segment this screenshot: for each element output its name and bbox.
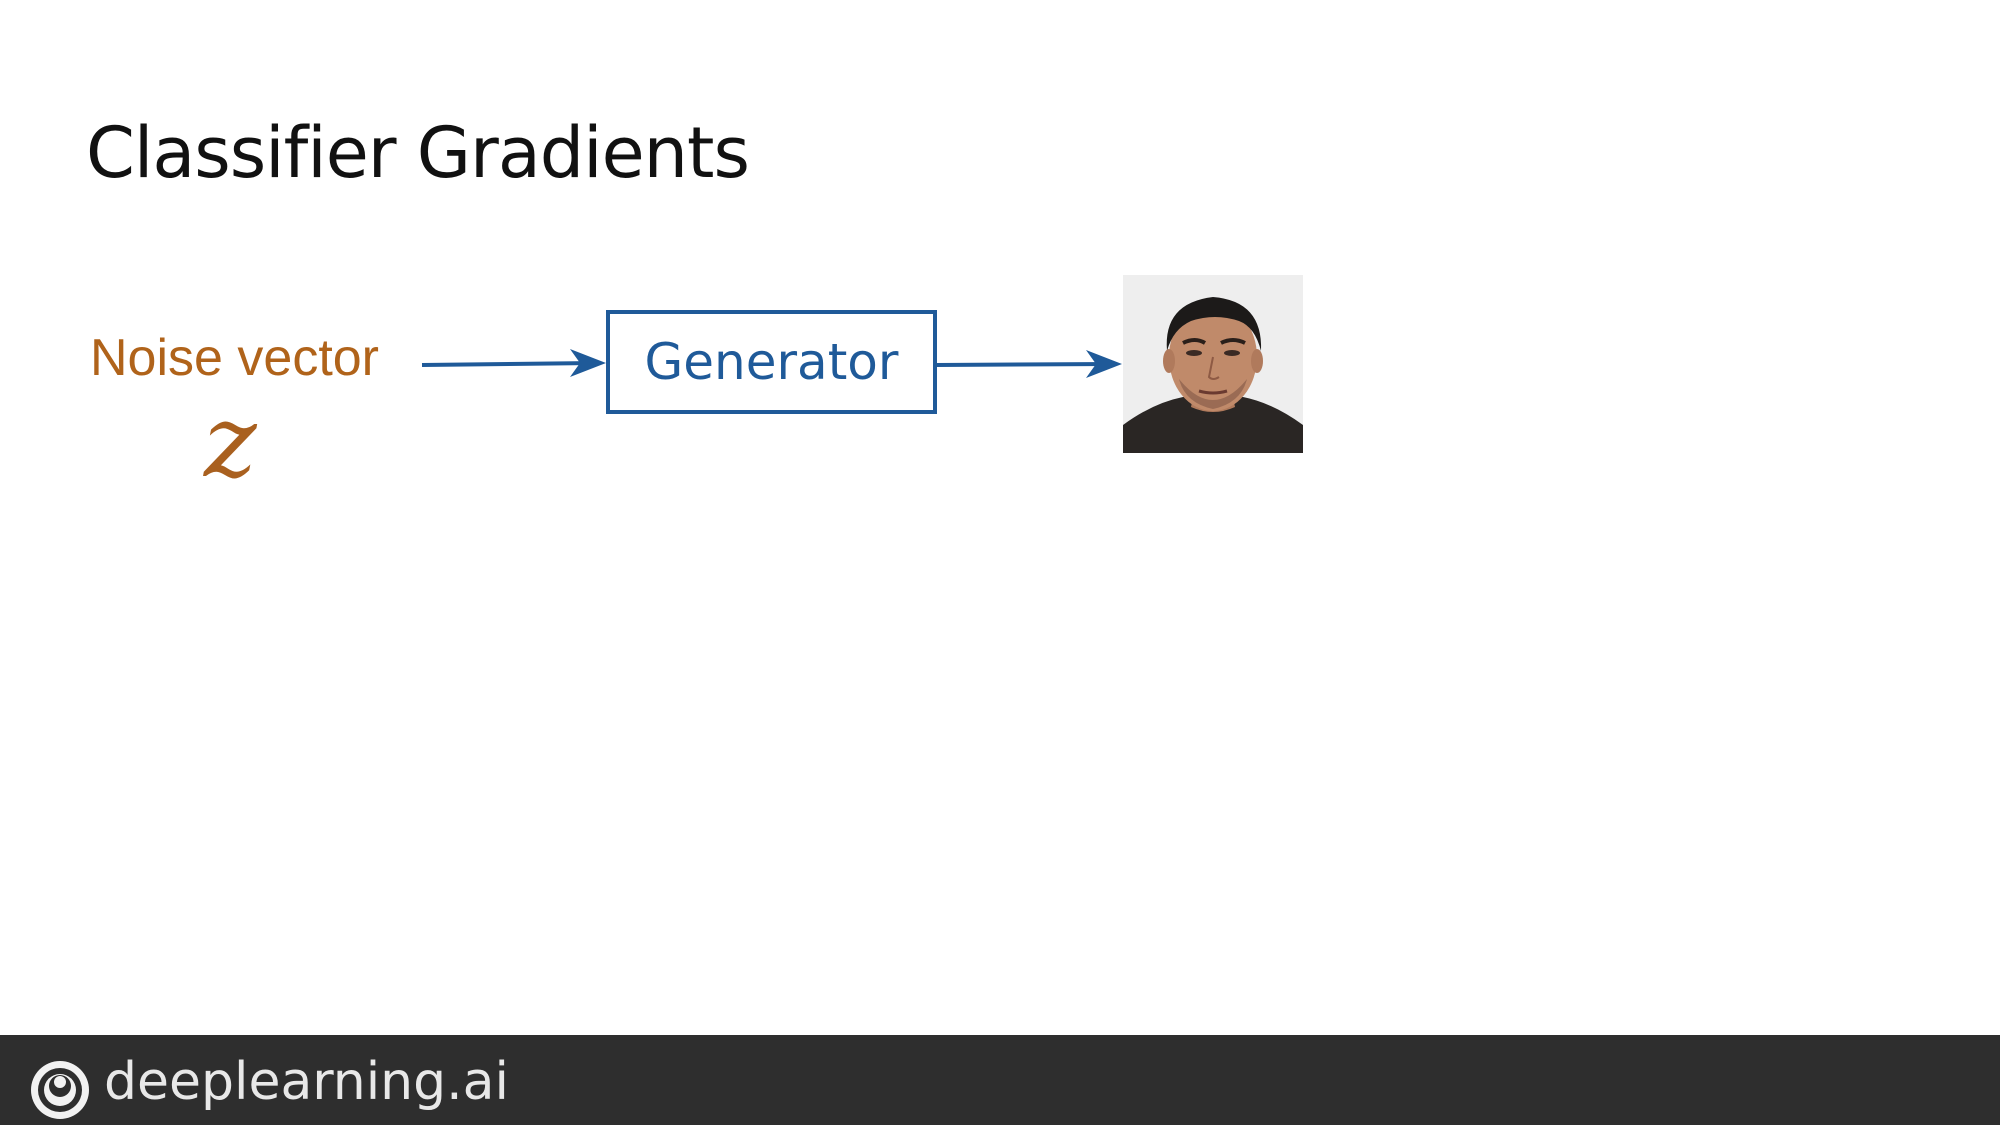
arrow-noise-to-generator <box>421 349 606 377</box>
face-photo-icon <box>1123 275 1303 453</box>
slide-title: Classifier Gradients <box>86 112 750 194</box>
brand-name: deeplearning.ai <box>104 1052 509 1112</box>
generator-box: Generator <box>606 310 937 414</box>
arrow-generator-to-image <box>936 350 1122 378</box>
generated-face-image <box>1123 275 1303 453</box>
noise-vector-label: Noise vector <box>90 329 379 387</box>
noise-vector-symbol: z <box>204 383 257 500</box>
generator-label: Generator <box>644 333 899 391</box>
footer-bar <box>0 1035 2000 1125</box>
deeplearning-logo-icon <box>31 1061 89 1119</box>
